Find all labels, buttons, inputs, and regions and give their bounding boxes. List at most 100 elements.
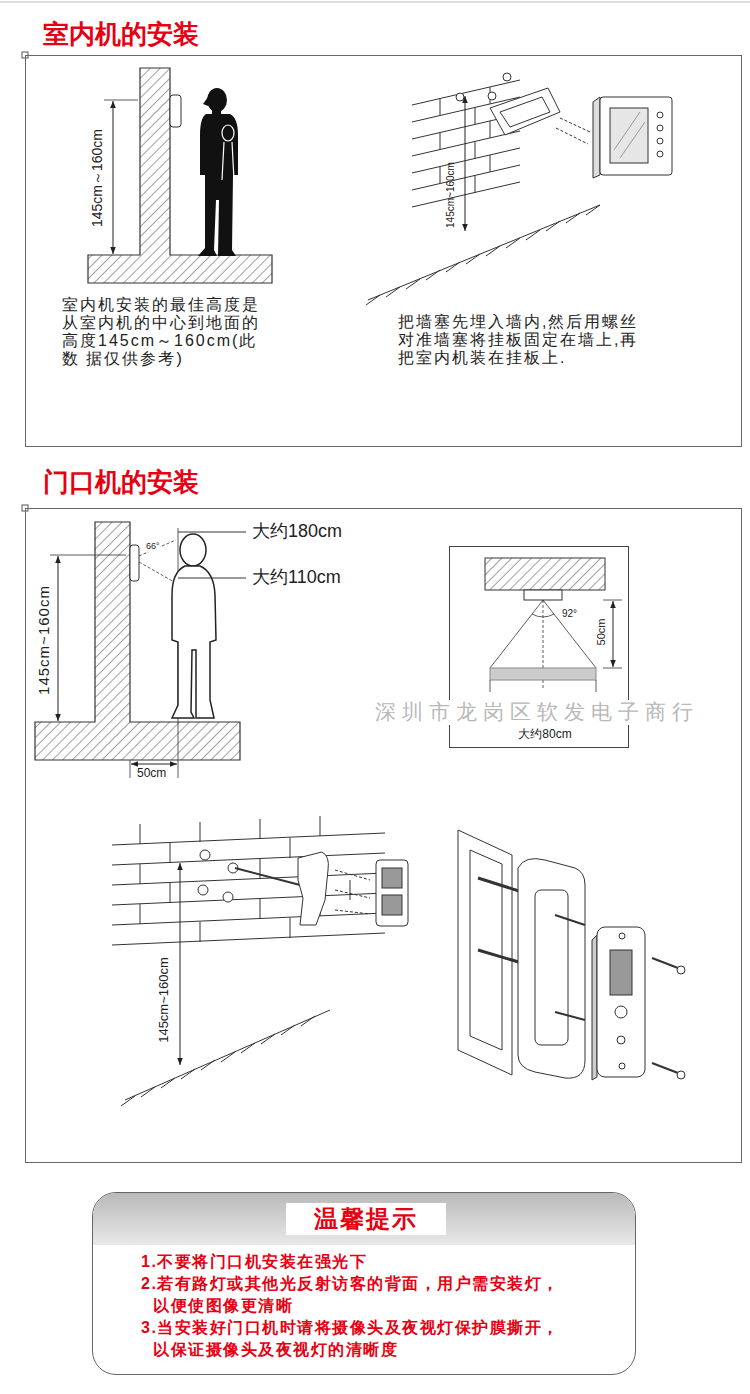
brick-wall	[412, 73, 520, 207]
visitor-outline	[130, 760, 131, 778]
door-unit	[652, 1063, 678, 1073]
door-unit	[677, 1071, 685, 1079]
brick-wall	[223, 892, 233, 902]
wall-section	[88, 68, 272, 283]
ceiling-view	[490, 680, 491, 692]
indoor-monitor	[593, 97, 600, 178]
dimension-label: 145cm~160cm	[445, 162, 457, 228]
indoor-monitor	[657, 125, 663, 131]
ceiling-view	[596, 680, 597, 692]
ceiling-view	[490, 668, 596, 680]
wall-bracket	[518, 859, 585, 1079]
height-dimension	[50, 555, 126, 556]
ceiling-view	[543, 600, 596, 668]
ceiling-view	[613, 601, 614, 667]
height-dimension	[113, 101, 114, 254]
indoor-monitor	[614, 112, 645, 158]
wall-section	[35, 522, 240, 760]
wall-section	[130, 545, 139, 581]
ceiling-view	[524, 590, 562, 600]
page-rule	[0, 2, 750, 511]
height-dimension	[50, 555, 177, 764]
brick-wall	[456, 93, 464, 101]
door-unit	[376, 860, 408, 926]
height-dimension	[180, 863, 181, 1065]
visitor-outline	[178, 578, 246, 579]
section-heading: 室内机的安装	[43, 19, 199, 50]
person-silhouette	[198, 88, 238, 256]
wall-section	[88, 68, 272, 283]
person-silhouette	[198, 114, 238, 256]
section-frame: 室内机的安装	[25, 55, 742, 447]
tips-box: 温馨提示 1.不要将门口机安装在强光下2.若有路灯或其他光反射访客的背面，用户需安…	[92, 1192, 636, 1375]
floor-hatching	[368, 205, 600, 300]
door-unit	[610, 950, 632, 995]
door-unit	[619, 1063, 625, 1069]
section-heading: 门口机的安装	[43, 467, 199, 498]
height-dimension	[104, 100, 138, 254]
ceiling-view	[490, 600, 543, 668]
mounting-plate	[500, 97, 550, 127]
mounting-plate	[556, 128, 588, 144]
dimension-label: 50cm	[137, 766, 166, 780]
wall-bracket	[555, 915, 585, 925]
floor-hatching	[366, 205, 600, 305]
dimension-label: 145cm~160cm	[35, 585, 53, 695]
indoor-monitor	[657, 151, 663, 157]
dimension-label: 大约80cm	[518, 727, 571, 741]
ceiling-view	[485, 558, 622, 692]
mounting-plate	[490, 88, 560, 135]
brick-wall	[412, 80, 520, 207]
door-unit	[652, 958, 678, 968]
ceiling-view	[603, 668, 622, 669]
tips-title: 温馨提示	[286, 1203, 446, 1235]
tip-item: 1.不要将门口机安装在强光下	[141, 1251, 581, 1273]
height-dimension	[465, 96, 466, 231]
brick-wall	[140, 816, 350, 942]
note-text: 室内机安装的最佳高度是 从室内机的中心到地面的 高度145cm～160cm(此数…	[62, 296, 264, 368]
wall-bracket	[335, 890, 370, 898]
indoor-monitor	[600, 97, 672, 175]
door-unit	[597, 927, 645, 1077]
door-unit	[615, 1006, 627, 1018]
visitor-outline	[180, 534, 206, 566]
dimension-label: 145cm～160cm	[89, 129, 106, 227]
door-unit	[619, 933, 625, 939]
height-dimension	[131, 764, 177, 765]
mounting-plate	[490, 88, 590, 144]
angle-label: 92°	[562, 608, 577, 620]
mounting-plate	[560, 118, 590, 132]
wall-bracket	[235, 868, 300, 885]
dimension-label: 145cm~160cm	[156, 957, 172, 1043]
height-dimension	[104, 100, 138, 101]
camera-view-angle	[139, 562, 176, 583]
wall-frame	[478, 878, 522, 892]
brick-wall	[200, 850, 210, 860]
brick-wall	[503, 73, 511, 81]
person-silhouette	[203, 97, 208, 106]
wall-bracket	[518, 859, 585, 1079]
height-label: 大约180cm	[252, 521, 342, 543]
person-silhouette	[222, 142, 234, 180]
floor-hatching	[121, 1010, 330, 1106]
wall-bracket	[298, 852, 328, 925]
camera-view-angle	[139, 540, 176, 556]
wall-section	[170, 95, 181, 127]
wall-section	[35, 522, 240, 760]
wall-frame	[478, 950, 522, 963]
note-text: 把墙塞先埋入墙内,然后用螺丝 对准墙塞将挂板固定在墙上,再 把室内机装在挂板上.	[398, 313, 648, 367]
height-dimension	[58, 556, 59, 721]
tip-item: 2.若有路灯或其他光反射访客的背面，用户需安装灯， 以便使图像更清晰	[141, 1273, 581, 1317]
height-dimension	[465, 96, 466, 231]
watermark: 深圳市龙岗区软发电子商行	[375, 700, 699, 725]
wall-bracket	[535, 890, 568, 1045]
door-unit	[592, 927, 685, 1080]
indoor-monitor	[610, 108, 648, 163]
door-unit	[376, 860, 408, 926]
page-rule	[0, 2, 750, 3]
ceiling-view	[603, 600, 622, 601]
floor-hatching	[121, 1016, 315, 1106]
height-dimension	[180, 863, 181, 1065]
